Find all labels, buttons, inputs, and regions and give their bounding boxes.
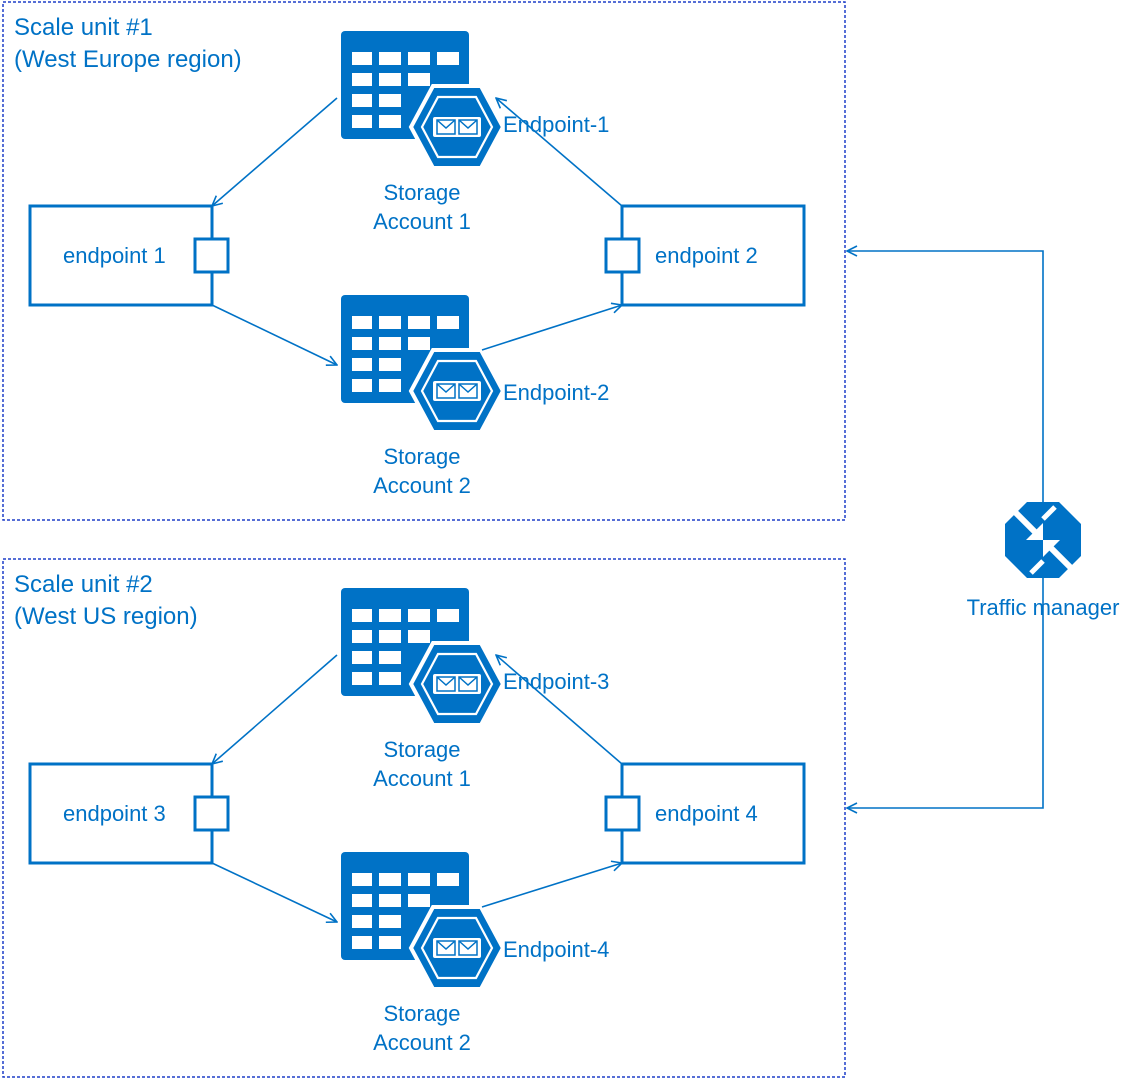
endpoint-1-box[interactable]: endpoint 1 [28,204,230,307]
storage-account-1-su2-line2: Account 1 [373,766,471,791]
endpoint-2-label: endpoint 2 [655,243,758,268]
endpoint-1-label: endpoint 1 [63,243,166,268]
scale-unit-1-boundary [2,1,846,521]
storage-account-2-su1[interactable]: Storage Account 2 Endpoint-2 [339,293,609,498]
scale-unit-2-boundary [2,558,846,1078]
arrow-storage1-to-endpoint1 [212,97,338,206]
storage-account-2-su1-line2: Account 2 [373,473,471,498]
storage-table-icon [339,586,505,727]
scale-unit-1-region: (West Europe region) [14,46,242,73]
arrow-endpoint1-to-storage2 [211,304,337,365]
arrow-traffic-manager-to-su1 [847,251,1044,505]
endpoint-2-port [604,237,641,274]
storage-account-2-su2-line1: Storage [383,1001,460,1026]
storage-account-1-su1[interactable]: Storage Account 1 Endpoint-1 [339,29,609,234]
storage-account-1-su2-line1: Storage [383,737,460,762]
storage-account-1-su2[interactable]: Storage Account 1 Endpoint-3 [339,586,609,791]
endpoint-3-port [193,795,230,832]
arrow-endpoint3-to-storage2 [211,862,337,922]
arrow-storage2-to-endpoint4 [481,863,622,908]
scale-unit-1-title: Scale unit #1 [14,14,153,41]
endpoint-4-box[interactable]: endpoint 4 [604,762,806,865]
storage-account-2-su2-line2: Account 2 [373,1030,471,1055]
endpoint-2-box[interactable]: endpoint 2 [604,204,806,307]
arrow-storage1-to-endpoint3 [212,654,338,764]
storage-account-2-su2[interactable]: Storage Account 2 Endpoint-4 [339,850,609,1055]
storage-account-1-su1-line1: Storage [383,180,460,205]
endpoint-4-storage-label: Endpoint-4 [503,937,609,962]
storage-table-icon [339,850,505,991]
storage-account-2-su1-line1: Storage [383,444,460,469]
traffic-manager-icon [1005,502,1081,578]
endpoint-3-box[interactable]: endpoint 3 [28,762,230,865]
traffic-manager-label: Traffic manager [967,595,1120,620]
arrow-traffic-manager-to-su2 [847,578,1044,808]
arrow-endpoint2-to-storage1 [496,98,623,207]
storage-table-icon [339,29,505,170]
endpoint-2-storage-label: Endpoint-2 [503,380,609,405]
scale-unit-2-region: (West US region) [14,603,198,630]
scale-unit-1: Scale unit #1 (West Europe region) endpo… [2,1,846,521]
arrow-storage2-to-endpoint2 [481,305,622,351]
storage-table-icon [339,293,505,434]
endpoint-3-label: endpoint 3 [63,801,166,826]
arrow-endpoint4-to-storage1 [496,655,623,765]
scale-unit-2: Scale unit #2 (West US region) endpoint … [2,558,846,1078]
traffic-manager[interactable]: Traffic manager [847,251,1119,808]
scale-unit-2-title: Scale unit #2 [14,571,153,598]
endpoint-4-label: endpoint 4 [655,801,758,826]
endpoint-3-storage-label: Endpoint-3 [503,669,609,694]
endpoint-1-storage-label: Endpoint-1 [503,112,609,137]
endpoint-1-port [193,237,230,274]
storage-account-1-su1-line2: Account 1 [373,209,471,234]
endpoint-4-port [604,795,641,832]
